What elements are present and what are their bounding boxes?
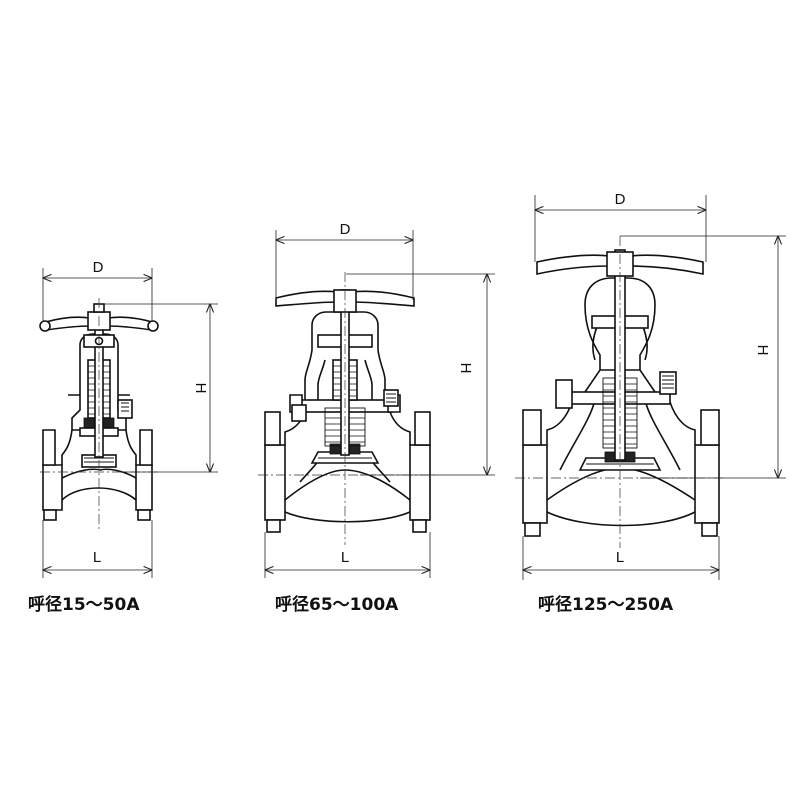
valve-small-dimension-l: L <box>43 520 152 578</box>
valve-small-label-l: L <box>93 549 101 566</box>
valve-medium-dimension-l: L <box>265 532 430 578</box>
valve-large-dimension-d: D <box>535 191 706 262</box>
valve-medium-label-h: H <box>457 363 474 374</box>
valve-small-dimension-d: D <box>43 259 152 322</box>
valve-medium-dimension-h: H <box>346 274 495 475</box>
caption-large-valve: 呼径125～250A <box>538 595 674 615</box>
valve-large-label-h: H <box>754 345 771 356</box>
valve-small-label-d: D <box>93 259 104 276</box>
valve-small: D H L <box>39 259 218 578</box>
valve-large-dimension-l: L <box>523 536 719 580</box>
valve-small-label-h: H <box>192 383 209 394</box>
valve-large-label-l: L <box>616 549 624 566</box>
valve-large-body <box>515 236 726 548</box>
valve-large: D H L <box>515 191 786 580</box>
valve-medium-body <box>258 272 438 545</box>
valve-large-label-d: D <box>615 191 626 208</box>
valve-large-dimension-h: H <box>620 236 786 478</box>
valve-medium-dimension-d: D <box>276 221 413 300</box>
valve-small-dimension-h: H <box>100 304 218 472</box>
caption-medium-valve: 呼径65～100A <box>275 595 399 615</box>
valve-medium-label-d: D <box>340 221 351 238</box>
valve-medium-label-l: L <box>341 549 349 566</box>
valve-small-body <box>39 298 159 530</box>
caption-small-valve: 呼径15～50A <box>28 595 140 615</box>
valve-medium: D H L <box>258 221 495 578</box>
